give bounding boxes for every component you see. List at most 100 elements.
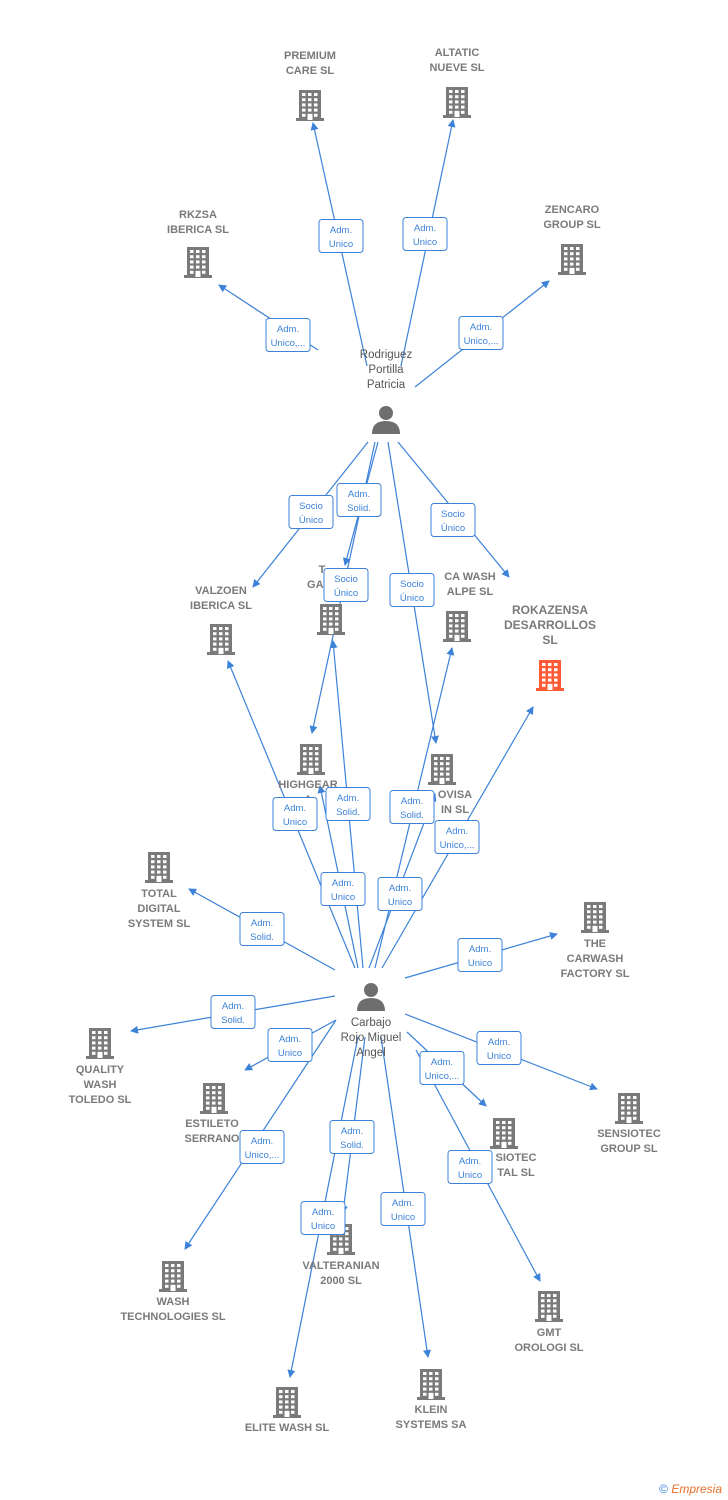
role-badge[interactable]: Adm.Solid. — [336, 483, 382, 517]
role-badge[interactable]: Adm.Unico,... — [458, 316, 504, 350]
company-label: RKZSA — [179, 209, 217, 221]
role-badge[interactable]: Adm.Unico,... — [434, 820, 480, 854]
role-badge-line: Adm. — [469, 944, 491, 955]
building-icon — [443, 611, 471, 642]
role-badge[interactable]: Adm.Unico — [300, 1201, 346, 1235]
company-label: ALPE SL — [447, 586, 494, 598]
role-badge-line: Adm. — [459, 1156, 481, 1167]
role-badge-line: Adm. — [251, 918, 273, 929]
company-node-elite[interactable]: ELITE WASH SL — [245, 1387, 330, 1434]
role-badge-line: Solid. — [336, 807, 360, 818]
role-badge-line: Unico — [458, 1170, 482, 1181]
building-icon — [417, 1369, 445, 1400]
role-badge-line: Adm. — [277, 324, 299, 335]
role-badge[interactable]: Adm. Unico — [457, 938, 503, 972]
role-badge-line: Socio — [299, 501, 323, 512]
company-label: ROKAZENSA — [512, 603, 588, 617]
role-badge[interactable]: Adm.Unico,... — [419, 1051, 465, 1085]
role-badge-line: Unico — [283, 817, 307, 828]
building-icon — [207, 624, 235, 655]
role-badge[interactable]: Adm. Solid. — [325, 787, 371, 821]
company-label: KLEIN — [415, 1404, 448, 1416]
role-badge[interactable]: Adm.Solid. — [329, 1120, 375, 1154]
company-label: TOLEDO SL — [69, 1094, 132, 1106]
company-label: ZENCARO — [545, 204, 600, 216]
company-label: IBERICA SL — [190, 600, 252, 612]
building-icon — [317, 604, 345, 635]
role-badge-line: Socio — [334, 574, 358, 585]
role-badge-line: Unico — [329, 239, 353, 250]
role-badge[interactable]: Adm.Solid. — [210, 995, 256, 1029]
company-label: SL — [542, 633, 557, 647]
role-badge[interactable]: Adm.Unico — [402, 217, 448, 251]
company-label: TOTAL — [141, 888, 177, 900]
role-badge[interactable]: Adm.Unico — [267, 1028, 313, 1062]
role-badge-line: Solid. — [347, 503, 371, 514]
role-badge[interactable]: Adm.Unico,... — [239, 1130, 285, 1164]
role-badge[interactable]: Adm.Unico — [380, 1192, 426, 1226]
company-label: SIOTEC — [496, 1152, 537, 1164]
role-badge-line: Adm. — [414, 223, 436, 234]
role-badge-line: Unico — [391, 1212, 415, 1223]
person-label: Patricia — [367, 379, 406, 391]
role-badge-line: Único — [299, 515, 323, 526]
role-badge[interactable]: Adm.Unico — [318, 219, 364, 253]
building-icon — [159, 1261, 187, 1292]
role-badge[interactable]: Adm.Unico — [476, 1031, 522, 1065]
company-label: IN SL — [441, 804, 469, 816]
building-icon — [200, 1083, 228, 1114]
role-badge[interactable]: Adm.Unico — [320, 872, 366, 906]
role-badge-line: Único — [334, 588, 358, 599]
building-icon — [184, 247, 212, 278]
building-icon — [273, 1387, 301, 1418]
role-badge[interactable]: Adm.Solid. — [239, 912, 285, 946]
person-label: Rodriguez — [360, 349, 413, 361]
role-badge[interactable]: Adm. Unico — [447, 1150, 493, 1184]
role-badge[interactable]: Adm.Solid. — [389, 790, 435, 824]
brand-name: Empresia — [671, 1482, 722, 1496]
role-badge-line: Adm. — [337, 793, 359, 804]
role-badge-line: Adm. — [446, 826, 468, 837]
role-badge[interactable]: Adm.Unico,... — [265, 318, 311, 352]
building-icon — [296, 90, 324, 121]
role-badge-line: Unico,... — [425, 1071, 460, 1082]
role-badge[interactable]: Adm.Unico — [377, 877, 423, 911]
role-badge[interactable]: Adm.Unico — [272, 797, 318, 831]
role-badge-line: Único — [400, 593, 424, 604]
role-badge-line: Unico — [487, 1051, 511, 1062]
company-node-highgear[interactable]: HIGHGEARA — [278, 744, 338, 806]
company-label: 2000 SL — [320, 1275, 362, 1287]
role-badge-line: Solid. — [221, 1015, 245, 1026]
role-badge-line: Adm. — [279, 1034, 301, 1045]
company-label: SERRANO — [184, 1133, 239, 1145]
role-badge-line: Unico — [468, 958, 492, 969]
person-icon — [372, 406, 400, 434]
role-badge-line: Adm. — [332, 878, 354, 889]
role-badge-line: Solid. — [400, 810, 424, 821]
